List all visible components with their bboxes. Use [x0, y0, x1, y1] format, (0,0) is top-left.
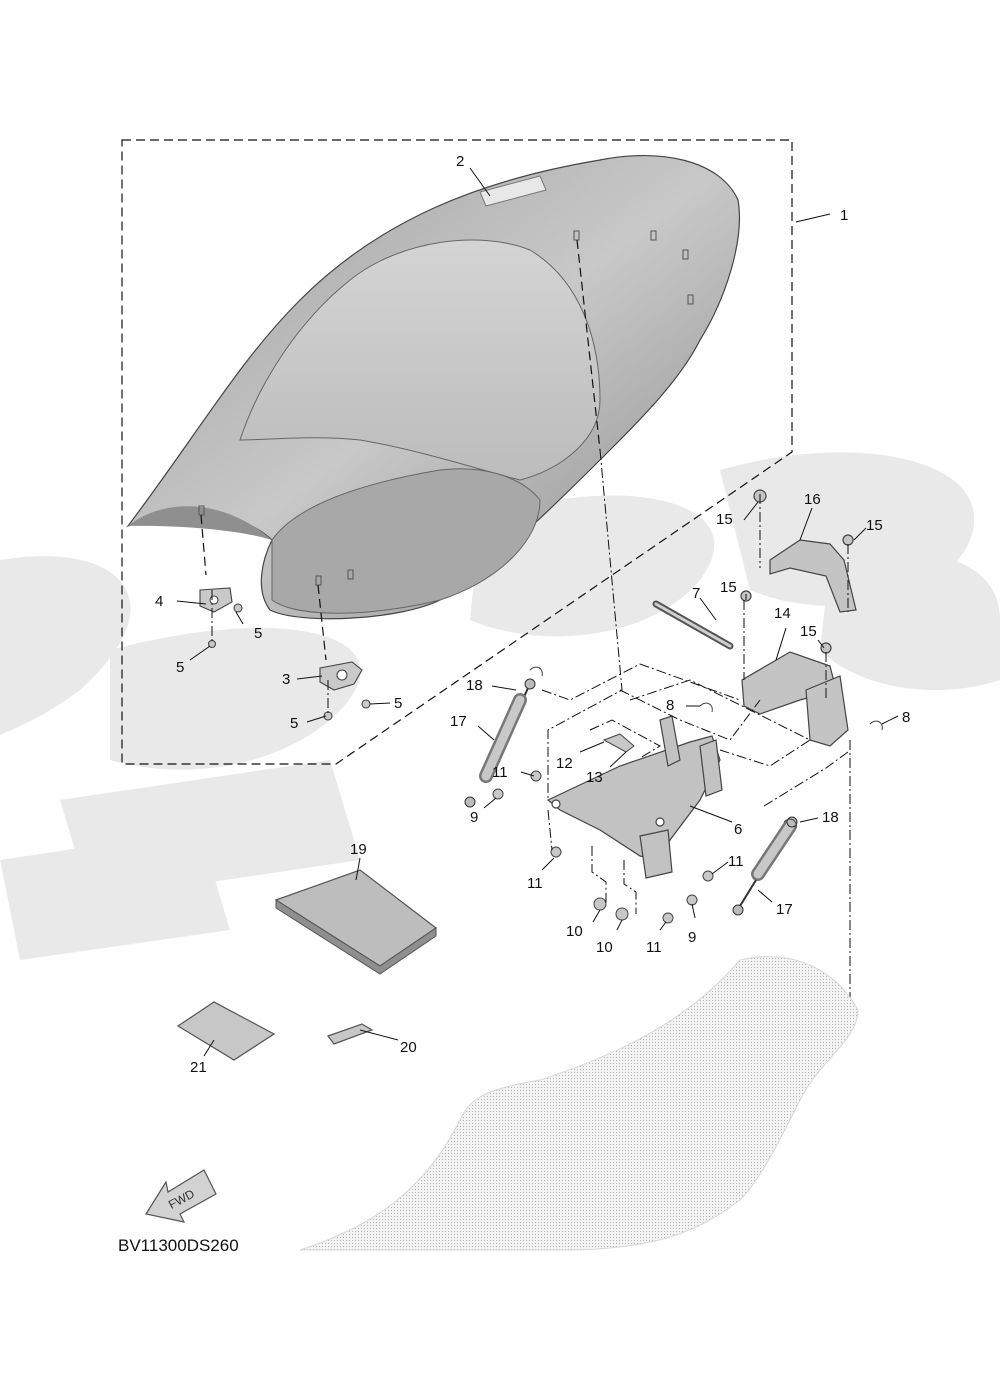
callout-11a: 11 [492, 764, 508, 781]
callout-5d: 5 [290, 715, 298, 732]
callout-3: 3 [282, 671, 290, 688]
callout-labels: 1 2 3 4 5 5 5 5 6 7 8 8 9 9 10 10 11 11 … [155, 153, 910, 1076]
callout-6: 6 [734, 821, 742, 838]
callout-9a: 9 [470, 809, 478, 826]
seat-tag [479, 175, 547, 207]
callout-15d: 15 [800, 623, 817, 640]
assembly-outline [121, 139, 793, 765]
watermark [0, 452, 1000, 960]
callout-20: 20 [400, 1039, 417, 1056]
callout-2: 2 [456, 153, 464, 170]
scooter-body-outline [299, 956, 859, 1251]
callout-17a: 17 [450, 713, 467, 730]
hinge-brackets [740, 489, 857, 747]
callout-4: 4 [155, 593, 163, 610]
callout-leaders [176, 213, 899, 1057]
toolkit-items [176, 869, 438, 1061]
assembly-lines [211, 449, 851, 1010]
callout-15a: 15 [716, 511, 733, 528]
callout-5b: 5 [176, 659, 184, 676]
callout-14: 14 [774, 605, 791, 622]
seat-hooks [199, 587, 371, 721]
callout-21: 21 [190, 1059, 207, 1076]
callout-5c: 5 [394, 695, 402, 712]
seat-assembly [126, 154, 740, 661]
callout-5a: 5 [254, 625, 262, 642]
callout-18a: 18 [466, 677, 483, 694]
callout-11d: 11 [646, 939, 662, 956]
callout-12: 12 [556, 755, 573, 772]
callout-15b: 15 [866, 517, 883, 534]
callout-8a: 8 [666, 697, 674, 714]
seat-rider-cushion [239, 239, 601, 481]
callout-10a: 10 [566, 923, 583, 940]
callout-13: 13 [586, 769, 603, 786]
callout-11b: 11 [527, 875, 543, 892]
diagram-code: BV11300DS260 [118, 1236, 239, 1255]
seat-frame [546, 715, 723, 879]
callout-1: 1 [840, 207, 848, 224]
callout-8b: 8 [902, 709, 910, 726]
fwd-arrow: FWD [145, 1169, 217, 1223]
callout-7: 7 [692, 585, 700, 602]
callout-19: 19 [350, 841, 367, 858]
callout-15c: 15 [720, 579, 737, 596]
callout-9b: 9 [688, 929, 696, 946]
callout-10b: 10 [596, 939, 613, 956]
callout-11c: 11 [728, 853, 744, 870]
gas-struts [464, 678, 798, 916]
callout-18b: 18 [822, 809, 839, 826]
callout-16: 16 [804, 491, 821, 508]
callout-17b: 17 [776, 901, 793, 918]
